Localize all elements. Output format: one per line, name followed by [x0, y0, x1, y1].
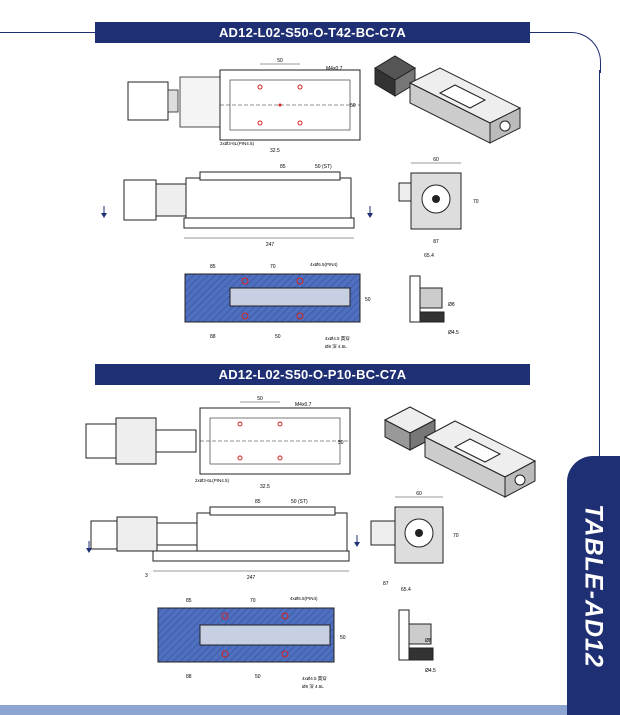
pin-note: 2xØ3-6L(PIN4.5) [195, 478, 230, 483]
dim-88: 88 [186, 674, 192, 680]
section-1-top-view: 50 M4x0.7 50 32.5 2xØ3-6L(PIN4.5) [127, 58, 361, 154]
section-1-end-view: 60 70 87 65.4 [398, 157, 479, 259]
dim-87: 87 [433, 239, 439, 245]
dim-70: 70 [270, 264, 276, 270]
dim-654: 65.4 [401, 587, 411, 593]
dim-length: 247 [266, 242, 275, 248]
cbore-note: Ø8 深 4.5L [302, 683, 324, 690]
dim-bottom: 32.5 [270, 148, 280, 154]
section-2-front-view: 247 85 50 (ST) 3 [86, 499, 360, 581]
dim-height: 70 [453, 533, 459, 539]
dim-85: 85 [210, 264, 216, 270]
bottom-band [0, 705, 567, 715]
frame-top-left [0, 32, 95, 33]
section-1-section-view: Ø8 Ø4.5 [409, 275, 459, 336]
dim-height: 70 [473, 199, 479, 205]
dim-cbore: Ø8 [425, 638, 432, 644]
dim-50: 50 [255, 674, 261, 680]
section-1-front-view: 247 85 50 (ST) [101, 164, 373, 248]
side-tab-label: TABLE-AD12 [579, 504, 608, 668]
section-2-top-view: 50 M4x0.7 50 32.5 2xØ3-6L(PIN4.5) [85, 396, 351, 490]
thread-note: M4x0.7 [295, 402, 312, 408]
dim-hole: Ø4.5 [425, 668, 436, 674]
dim-85: 85 [255, 499, 261, 505]
side-tab[interactable]: TABLE-AD12 [567, 456, 620, 715]
section-1-title: AD12-L02-S50-O-T42-BC-C7A [95, 22, 530, 43]
dim-height: 50 [340, 635, 346, 641]
cbore-note: Ø8 深 4.5L [325, 343, 347, 350]
dim-width: 60 [433, 157, 439, 163]
dim-width: 60 [416, 491, 422, 497]
section-2-base-view: 85 70 88 50 50 4xØ6.5(PIN4) 4xØ4.5 貫穿 Ø8… [157, 596, 346, 690]
dim-stroke: 50 (ST) [315, 164, 332, 170]
dim-70: 70 [250, 598, 256, 604]
dim-654: 65.4 [424, 253, 434, 259]
through-note: 4xØ4.5 貫穿 [325, 335, 350, 342]
dim-side: 50 [350, 103, 356, 109]
dim-50: 50 [275, 334, 281, 340]
dim-offset: 3 [145, 573, 148, 579]
dim-cbore: Ø8 [448, 302, 455, 308]
dim-85: 85 [186, 598, 192, 604]
dim-stroke: 50 (ST) [291, 499, 308, 505]
dim-hole: Ø4.5 [448, 330, 459, 336]
section-1-isometric [374, 55, 522, 144]
pin-note: 4xØ6.5(PIN4) [290, 596, 318, 601]
pin-note: 2xØ3-6L(PIN4.5) [220, 141, 255, 146]
section-2-isometric [383, 406, 537, 498]
dim-bottom: 32.5 [260, 484, 270, 490]
section-2-section-view: Ø8 Ø4.5 [398, 609, 436, 674]
frame-right [599, 70, 600, 470]
dim-height: 50 [365, 297, 371, 303]
pin-note: 4xØ6.5(PIN4) [310, 262, 338, 267]
frame-corner [560, 32, 601, 73]
dim-side: 50 [338, 440, 344, 446]
through-note: 4xØ4.5 貫穿 [302, 675, 327, 682]
dim-85: 85 [280, 164, 286, 170]
frame-top-right [530, 32, 561, 33]
dim-87: 87 [383, 581, 389, 587]
thread-note: M4x0.7 [326, 66, 343, 72]
dim-top: 50 [257, 396, 263, 402]
dim-length: 247 [247, 575, 256, 581]
section-1-base-view: 85 70 88 50 50 4xØ6.5(PIN4) 4xØ4.5 貫穿 Ø8… [184, 262, 371, 350]
section-2-end-view: 60 70 87 65.4 [370, 491, 459, 593]
dim-88: 88 [210, 334, 216, 340]
section-2-title: AD12-L02-S50-O-P10-BC-C7A [95, 364, 530, 385]
dim-top: 50 [277, 58, 283, 64]
